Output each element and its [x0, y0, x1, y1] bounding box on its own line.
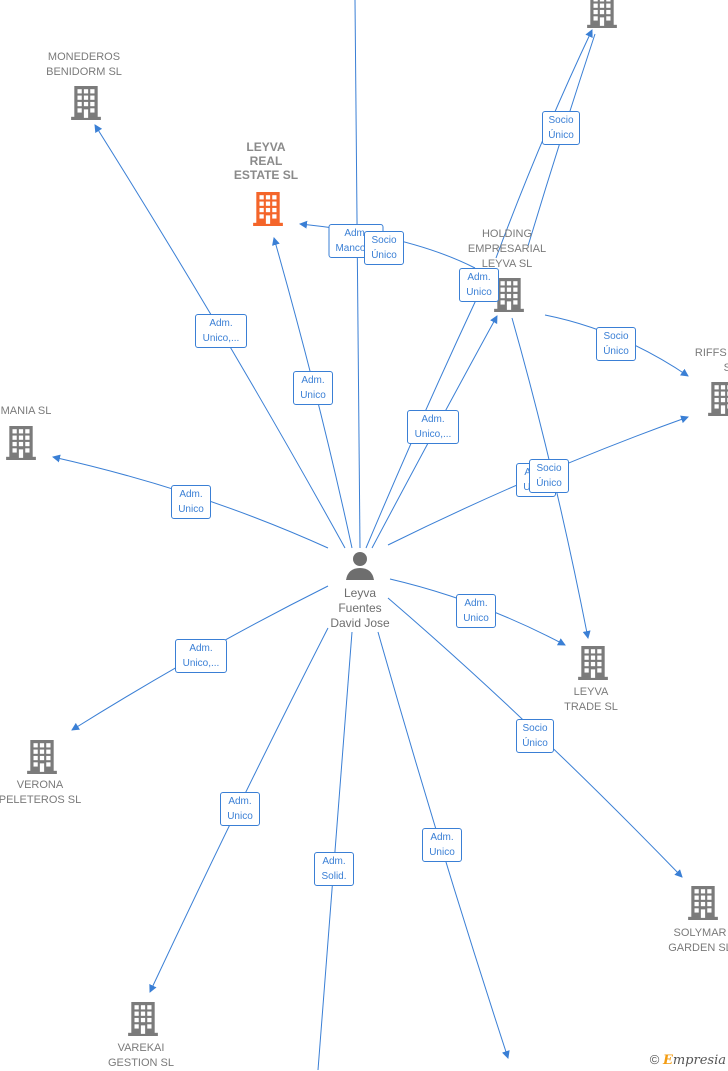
company-label-mania[interactable]: MANIA SL: [0, 405, 52, 417]
building-icon[interactable]: [71, 86, 101, 120]
building-icon[interactable]: [128, 1002, 158, 1036]
company-label-monederos[interactable]: MONEDEROS BENIDORM SL: [46, 51, 122, 78]
company-label-verona[interactable]: VERONA PELETEROS SL: [0, 779, 82, 806]
relation-badge[interactable]: Adm. Unico: [456, 594, 496, 628]
edge-center-top: [354, 0, 361, 549]
relation-badge[interactable]: Socio Único: [516, 719, 554, 753]
brand-watermark: © Empresia: [649, 1052, 726, 1068]
relation-badge[interactable]: Socio Único: [529, 459, 569, 493]
relation-badge[interactable]: Socio Único: [596, 327, 636, 361]
relation-badge[interactable]: Adm. Unico,...: [195, 314, 247, 348]
company-label-leyva-trade[interactable]: LEYVA TRADE SL: [564, 686, 618, 713]
building-icon[interactable]: [587, 0, 617, 28]
relation-badge[interactable]: Adm. Unico,...: [407, 410, 459, 444]
relation-badge[interactable]: Adm. Unico: [293, 371, 333, 405]
relation-badge[interactable]: Adm. Solid.: [314, 852, 354, 886]
relation-badge[interactable]: Socio Único: [542, 111, 580, 145]
company-label-holding[interactable]: HOLDING EMPRESARIAL LEYVA SL: [467, 228, 547, 270]
relation-badge[interactable]: Adm. Unico: [220, 792, 260, 826]
building-icon-highlight[interactable]: [253, 192, 283, 226]
company-label-riffs[interactable]: RIFFS & SL: [694, 347, 728, 374]
relation-badge[interactable]: Socio Único: [364, 231, 404, 265]
company-label-varekai[interactable]: VAREKAI GESTION SL: [107, 1042, 175, 1069]
company-label-solymar[interactable]: SOLYMAR GARDEN SL: [668, 927, 728, 954]
relation-badge[interactable]: Adm. Unico,...: [175, 639, 227, 673]
relation-badge[interactable]: Adm. Unico: [459, 268, 499, 302]
edge-center-bottom: [317, 631, 353, 1070]
person-label[interactable]: Leyva Fuentes David Jose: [330, 586, 390, 630]
company-label-leyva-real-estate[interactable]: LEYVA REAL ESTATE SL: [233, 140, 299, 182]
building-icon[interactable]: [708, 382, 728, 416]
relation-badge[interactable]: Adm. Unico: [422, 828, 462, 862]
relation-badge[interactable]: Adm. Unico: [171, 485, 211, 519]
building-icon[interactable]: [6, 426, 36, 460]
building-icon[interactable]: [27, 740, 57, 774]
building-icon[interactable]: [578, 646, 608, 680]
person-icon[interactable]: [344, 550, 376, 582]
building-icon[interactable]: [688, 886, 718, 920]
edges: [52, 0, 689, 1070]
